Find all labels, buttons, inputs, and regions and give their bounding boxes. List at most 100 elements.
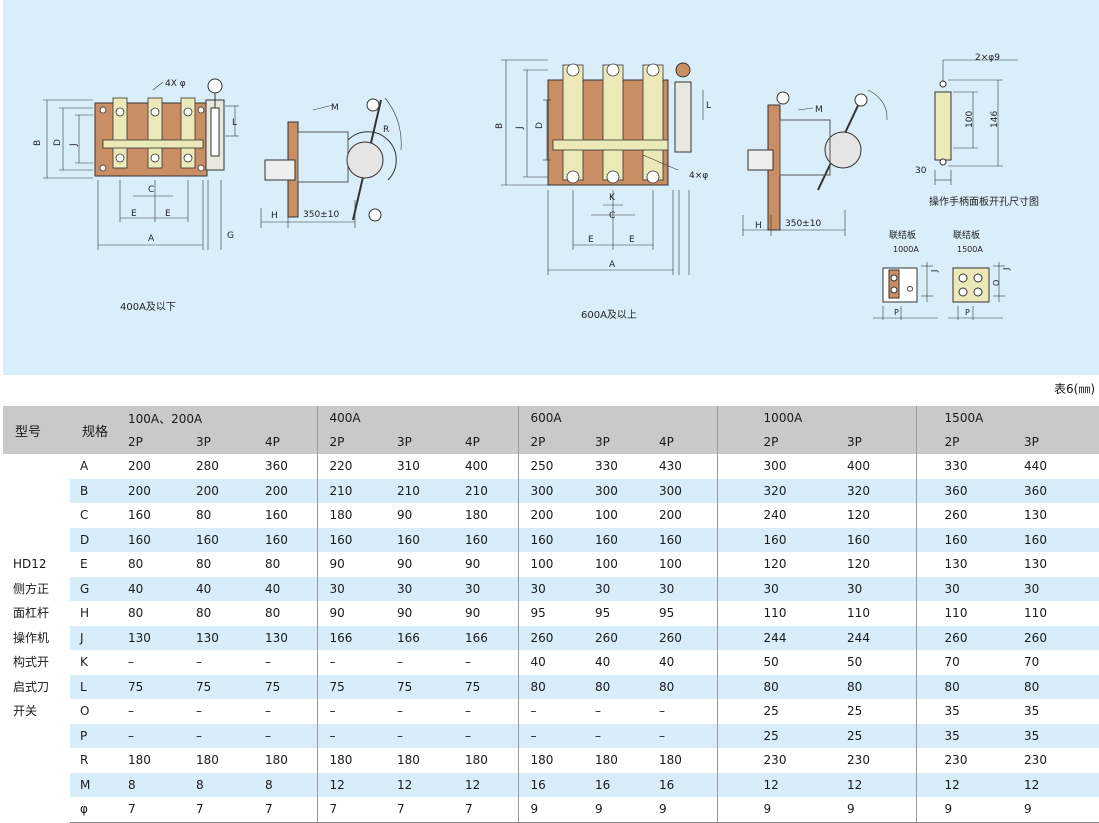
model-header: 型号 xyxy=(3,406,70,454)
switch-front-view-400a xyxy=(94,78,225,177)
value-cell: 80 xyxy=(184,601,253,626)
svg-text:A: A xyxy=(609,260,616,270)
value-cell: 80 xyxy=(116,601,184,626)
model-name-line: 构式开 xyxy=(13,655,50,670)
svg-text:350±10: 350±10 xyxy=(785,219,821,229)
value-cell: 30 xyxy=(801,576,917,601)
value-cell: 8 xyxy=(184,772,253,797)
value-cell: 35 xyxy=(996,723,1099,748)
svg-text:146: 146 xyxy=(990,111,1000,128)
value-cell: 80 xyxy=(184,552,253,577)
value-cell: 260 xyxy=(647,625,718,650)
model-name-line: 开关 xyxy=(13,704,38,719)
svg-text:R: R xyxy=(383,125,389,135)
value-cell: 130 xyxy=(184,625,253,650)
middle-dimension-lines xyxy=(501,59,704,275)
parameter-cell: H xyxy=(70,601,116,626)
caption-400a: 400A及以下 xyxy=(120,302,176,313)
svg-text:J: J xyxy=(930,270,939,273)
svg-text:1000A: 1000A xyxy=(893,245,919,254)
value-cell: 300 xyxy=(517,478,584,503)
value-cell: – xyxy=(583,723,648,748)
svg-text:K: K xyxy=(609,193,616,203)
value-cell: 300 xyxy=(583,478,648,503)
value-cell: 75 xyxy=(184,674,253,699)
value-cell: – xyxy=(116,699,184,724)
value-cell: 8 xyxy=(116,772,184,797)
svg-text:E: E xyxy=(629,235,635,245)
parameter-cell: B xyxy=(70,478,116,503)
value-cell: 100 xyxy=(583,503,648,528)
table-pole-header-row: 2P 3P 4P 2P 3P 4P 2P 3P 4P 2P 3P 2P 3P xyxy=(3,430,1099,454)
link-plate-1000a: 联结板 1000A P O J xyxy=(873,229,939,320)
svg-text:D: D xyxy=(535,122,545,129)
value-cell: 120 xyxy=(801,503,917,528)
svg-text:E: E xyxy=(588,235,594,245)
spec-header: 规格 xyxy=(70,406,116,454)
value-cell: 130 xyxy=(253,625,318,650)
svg-text:4×φ: 4×φ xyxy=(689,171,708,181)
value-cell: – xyxy=(116,723,184,748)
value-cell: 300 xyxy=(647,478,718,503)
value-cell: – xyxy=(116,650,184,675)
parameter-cell: L xyxy=(70,674,116,699)
value-cell: 260 xyxy=(996,625,1099,650)
switch-front-view-600a xyxy=(547,62,692,186)
svg-text:O: O xyxy=(992,280,1001,286)
value-cell: 75 xyxy=(316,674,386,699)
value-cell: 40 xyxy=(517,650,584,675)
pole-header: 3P xyxy=(184,430,253,454)
group-header: 1000A xyxy=(716,406,917,430)
value-cell: 40 xyxy=(583,650,648,675)
value-cell: 7 xyxy=(316,797,386,823)
value-cell: 9 xyxy=(716,797,802,823)
model-name-line: 操作机 xyxy=(13,630,50,645)
value-cell: 200 xyxy=(517,503,584,528)
value-cell: 40 xyxy=(647,650,718,675)
value-cell: – xyxy=(184,650,253,675)
value-cell: 80 xyxy=(116,552,184,577)
svg-text:O: O xyxy=(906,286,915,292)
value-cell: 7 xyxy=(184,797,253,823)
switch-side-view-400a xyxy=(264,98,397,222)
value-cell: 7 xyxy=(453,797,519,823)
value-cell: 25 xyxy=(716,723,802,748)
value-cell: 16 xyxy=(583,772,648,797)
pole-header: 3P xyxy=(801,430,917,454)
value-cell: 160 xyxy=(716,527,802,552)
value-cell: 7 xyxy=(253,797,318,823)
value-cell: 110 xyxy=(716,601,802,626)
svg-text:C: C xyxy=(609,211,615,221)
parameter-cell: G xyxy=(70,576,116,601)
svg-text:联结板: 联结板 xyxy=(889,229,916,241)
value-cell: 7 xyxy=(385,797,454,823)
value-cell: 75 xyxy=(116,674,184,699)
left-drawing-labels: 4X φ B D J L C E E A G H 350±10 M R xyxy=(33,79,389,244)
value-cell: 360 xyxy=(915,478,997,503)
parameter-cell: K xyxy=(70,650,116,675)
svg-text:4X φ: 4X φ xyxy=(165,79,186,89)
svg-text:G: G xyxy=(227,231,234,241)
value-cell: 180 xyxy=(517,748,584,773)
value-cell: 80 xyxy=(647,674,718,699)
value-cell: 180 xyxy=(385,748,454,773)
value-cell: 9 xyxy=(517,797,584,823)
value-cell: 7 xyxy=(116,797,184,823)
value-cell: 40 xyxy=(184,576,253,601)
value-cell: 75 xyxy=(385,674,454,699)
value-cell: 320 xyxy=(716,478,802,503)
value-cell: – xyxy=(316,699,386,724)
parameter-cell: D xyxy=(70,527,116,552)
value-cell: – xyxy=(253,699,318,724)
value-cell: 230 xyxy=(996,748,1099,773)
svg-text:E: E xyxy=(165,209,171,219)
parameter-cell: E xyxy=(70,552,116,577)
dimension-drawings: 4X φ B D J L C E E A G H 350±10 M R xyxy=(33,53,1039,320)
svg-text:2×φ9: 2×φ9 xyxy=(975,53,1000,63)
